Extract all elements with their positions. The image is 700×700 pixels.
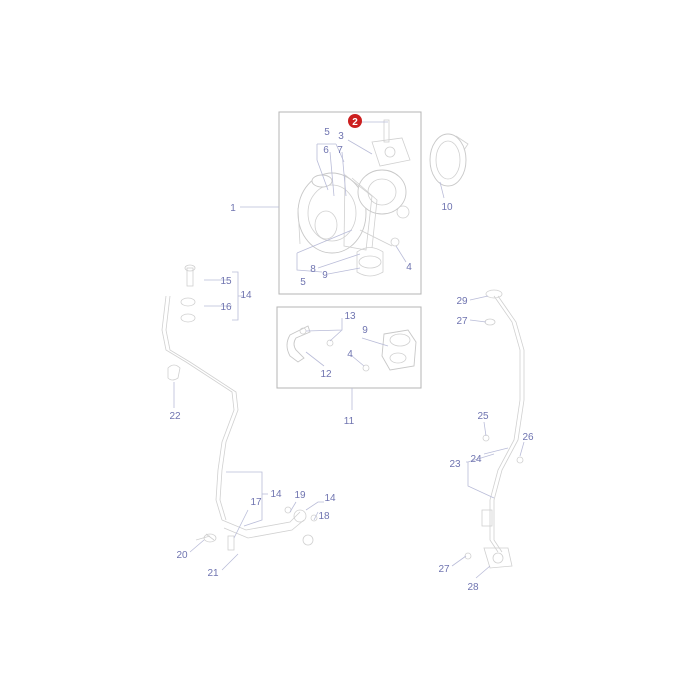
part-label-12[interactable]: 12 xyxy=(320,369,332,380)
v-band-clamp-drawing xyxy=(429,133,469,187)
part-label-14-right[interactable]: 14 xyxy=(324,493,336,504)
part-label-15[interactable]: 15 xyxy=(220,276,232,287)
part-label-14-top[interactable]: 14 xyxy=(240,290,252,301)
part-label-24[interactable]: 24 xyxy=(470,454,482,465)
part-label-19[interactable]: 19 xyxy=(294,490,306,501)
part-label-27-top[interactable]: 27 xyxy=(456,316,468,327)
part-label-25[interactable]: 25 xyxy=(477,411,489,422)
part-label-29[interactable]: 29 xyxy=(456,296,468,307)
leader-lines xyxy=(173,121,525,579)
part-label-26[interactable]: 26 xyxy=(522,432,534,443)
part-label-11[interactable]: 11 xyxy=(344,416,355,427)
part-label-3[interactable]: 3 xyxy=(338,131,344,142)
part-label-21[interactable]: 21 xyxy=(207,568,219,579)
oil-return-pipe-drawing xyxy=(464,289,525,569)
part-label-4-kit[interactable]: 4 xyxy=(347,349,353,360)
part-label-5-bottom[interactable]: 5 xyxy=(300,277,306,288)
part-label-27-bottom[interactable]: 27 xyxy=(438,564,450,575)
part-label-10[interactable]: 10 xyxy=(441,202,453,213)
part-label-28[interactable]: 28 xyxy=(467,582,479,593)
part-label-20[interactable]: 20 xyxy=(176,550,188,561)
part-label-4-top[interactable]: 4 xyxy=(406,262,412,273)
oil-feed-pipe-drawing xyxy=(161,264,318,551)
part-label-6[interactable]: 6 xyxy=(323,145,329,156)
part-label-17[interactable]: 17 xyxy=(250,497,262,508)
part-labels: 1 3 5 6 7 4 8 9 5 10 13 9 4 12 11 15 14 … xyxy=(169,127,534,593)
part-label-9-top[interactable]: 9 xyxy=(322,270,328,281)
part-label-1[interactable]: 1 xyxy=(230,203,236,214)
part-label-7[interactable]: 7 xyxy=(337,145,343,156)
part-label-23[interactable]: 23 xyxy=(449,459,461,470)
part-label-8[interactable]: 8 xyxy=(310,264,316,275)
part-label-5-top[interactable]: 5 xyxy=(324,127,330,138)
part-label-14-mid[interactable]: 14 xyxy=(270,489,282,500)
highlighted-part-badge[interactable] xyxy=(348,114,362,128)
part-label-18[interactable]: 18 xyxy=(318,511,330,522)
turbocharger-drawing xyxy=(297,119,411,277)
part-label-16[interactable]: 16 xyxy=(220,302,232,313)
highlighted-part-number[interactable]: 2 xyxy=(352,117,358,128)
part-label-13[interactable]: 13 xyxy=(344,311,356,322)
part-label-22[interactable]: 22 xyxy=(169,411,181,422)
part-label-9-kit[interactable]: 9 xyxy=(362,325,368,336)
